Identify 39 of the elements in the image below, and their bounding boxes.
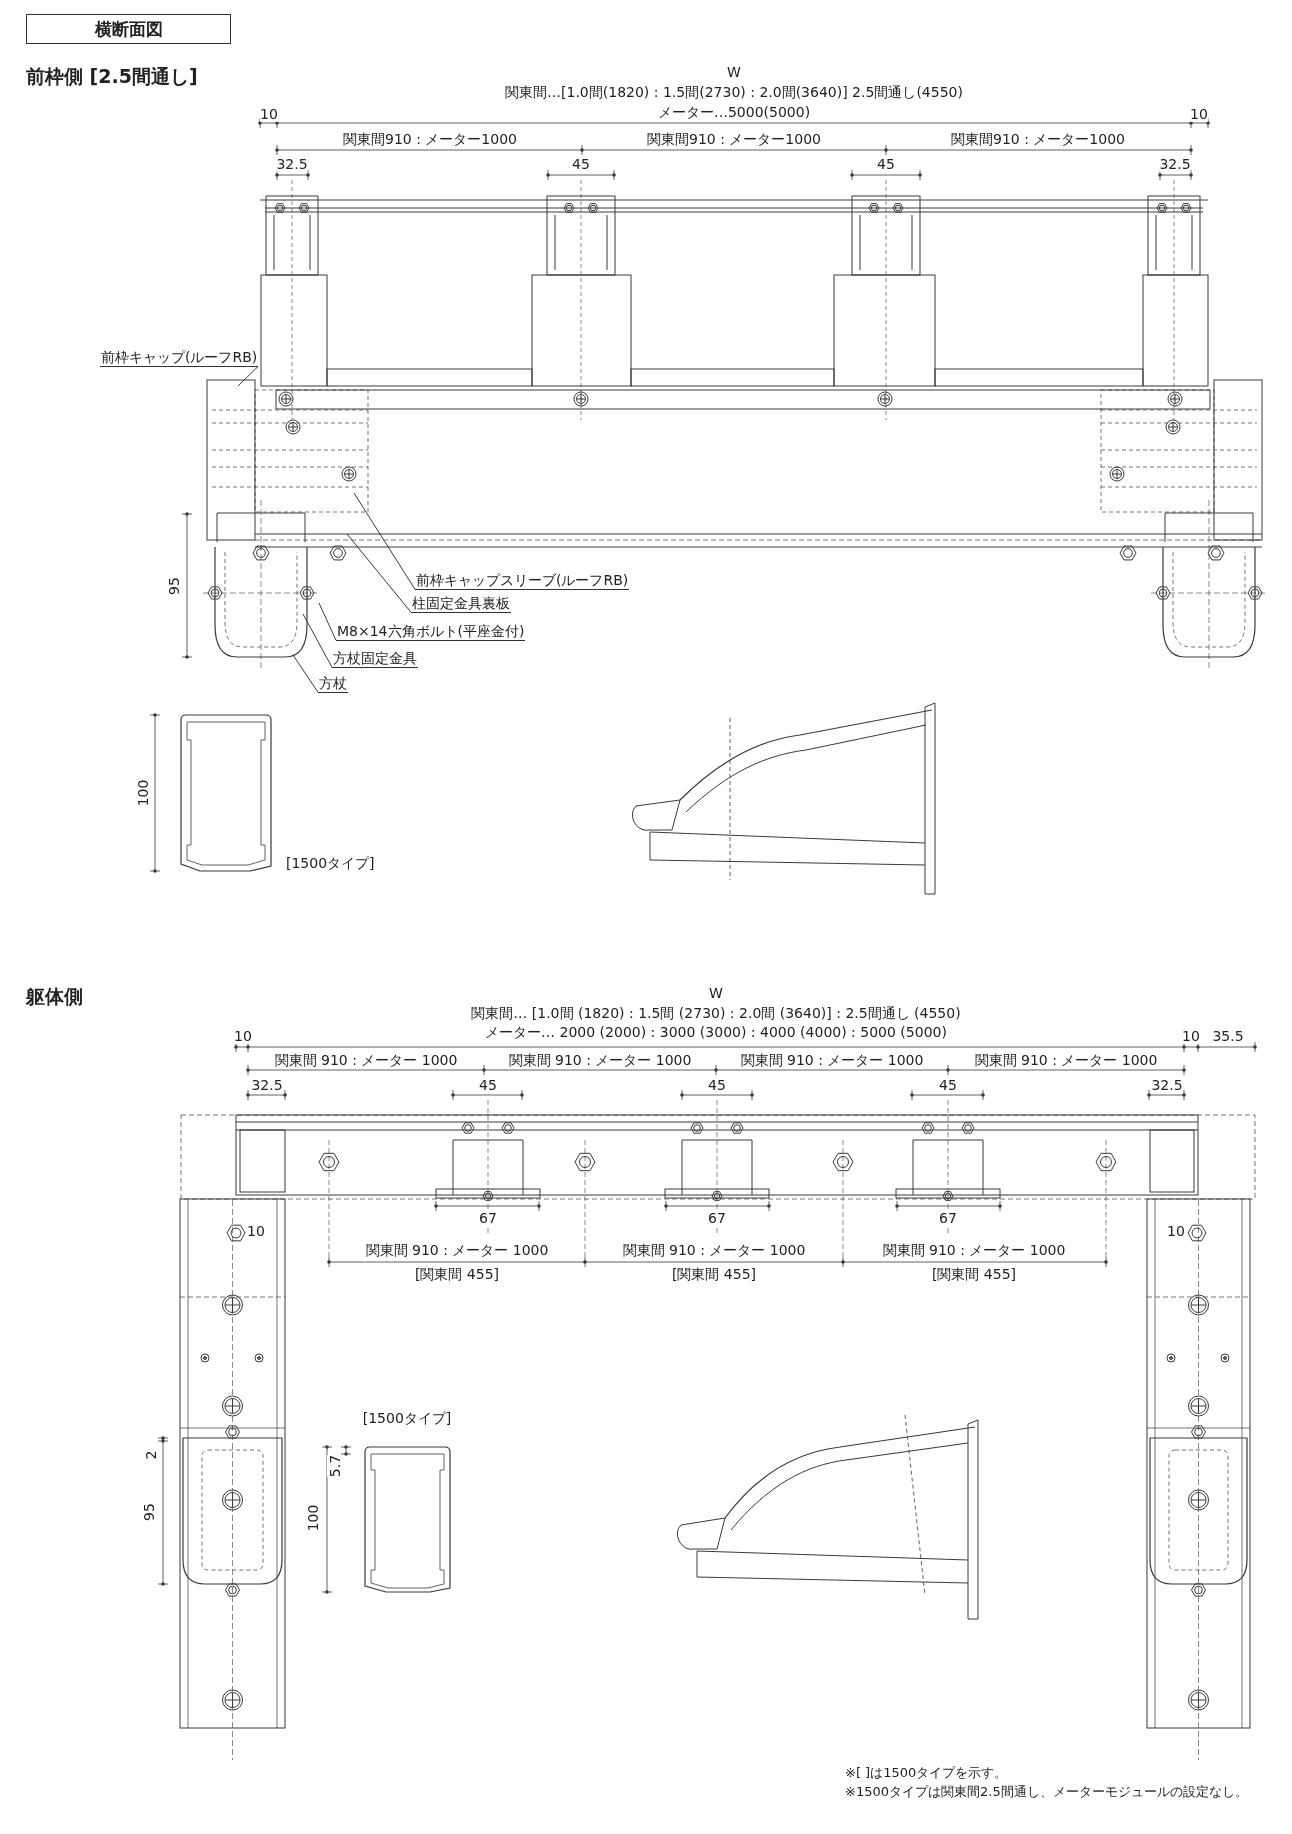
callout-label: 柱固定金具裏板 <box>411 595 511 613</box>
span-note: 関東間 910 : メーター 1000 <box>365 1241 549 1259</box>
span-note: 関東間 910 : メーター 1000 <box>622 1241 806 1259</box>
leader-line <box>318 602 337 641</box>
profile-type-label: [1500タイプ] <box>362 1409 452 1427</box>
callout-label: 前枠キャップ(ルーフRB) <box>100 349 259 367</box>
leader-line <box>292 654 319 693</box>
dimension-value: 67 <box>708 1209 726 1227</box>
span-note: 関東間 910 : メーター 1000 <box>274 1051 458 1069</box>
note-text: ※1500タイプは関東間2.5間通し、メーターモジュールの設定なし。 <box>845 1784 1248 1800</box>
span-note: 関東間… [1.0間 (1820) : 1.5間 (2730) : 2.0間 (3640)] : 2.5間通し (4550) <box>471 1004 961 1022</box>
span-note: 関東間 910 : メーター 1000 <box>974 1051 1158 1069</box>
callout-label: 前枠キャップスリーブ(ルーフRB) <box>415 572 630 590</box>
leader-line <box>302 613 333 668</box>
callout-label: 方杖 <box>318 675 348 693</box>
leader-line <box>346 533 412 613</box>
leader-line <box>353 492 416 590</box>
callout-label: M8×14六角ボルト(平座金付) <box>336 623 526 641</box>
section-heading: 前枠側 [2.5間通し] <box>26 66 198 88</box>
heading-box: 横断面図 <box>26 14 231 44</box>
span-note: メーター…5000(5000) <box>657 103 811 121</box>
span-note: 関東間910 : メーター1000 <box>343 130 517 148</box>
span-note: 関東間 910 : メーター 1000 <box>882 1241 1066 1259</box>
leader-line <box>237 365 259 387</box>
span-note: 関東間910 : メーター1000 <box>647 130 821 148</box>
span-note: 関東間910 : メーター1000 <box>951 130 1125 148</box>
span-note: 関東間 910 : メーター 1000 <box>508 1051 692 1069</box>
span-note: [関東間 455] <box>931 1265 1017 1283</box>
span-note: 関東間…[1.0間(1820) : 1.5間(2730) : 2.0間(3640)] 2.5間通し(4550) <box>505 83 963 101</box>
profile-type-label: [1500タイプ] <box>286 854 375 872</box>
span-note: [関東間 455] <box>414 1265 500 1283</box>
dimension-value: 67 <box>939 1209 957 1227</box>
span-note: メーター… 2000 (2000) : 3000 (3000) : 4000 (4000) : 5000 (5000) <box>485 1023 947 1041</box>
note-text: ※[ ]は1500タイプを示す。 <box>845 1765 1008 1781</box>
section-heading: 躯体側 <box>26 986 83 1008</box>
span-note: 関東間 910 : メーター 1000 <box>740 1051 924 1069</box>
callout-label: 方杖固定金具 <box>332 650 418 668</box>
dimension-value: 67 <box>479 1209 497 1227</box>
span-note: [関東間 455] <box>671 1265 757 1283</box>
